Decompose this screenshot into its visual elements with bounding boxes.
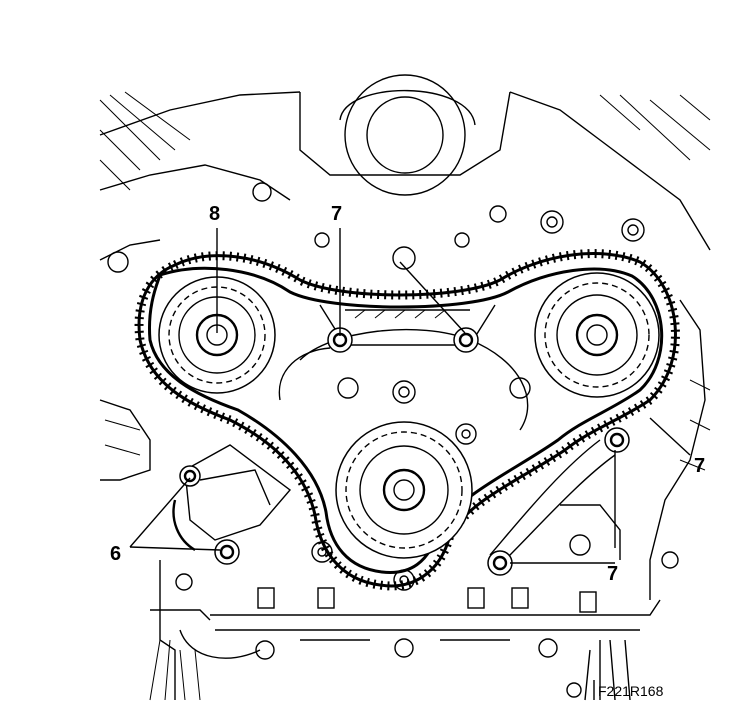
pan-bolts [257,587,597,613]
chain-tensioner [172,444,292,565]
figure-code: F221R168 [598,683,664,699]
engine-block-outline [99,74,711,701]
callout-7-right: 7 [694,455,705,477]
callout-7-top: 7 [331,203,342,225]
callout-leaders [129,228,691,564]
lower-chain-guide [487,427,630,576]
crankshaft-sprocket [335,421,473,559]
callout-6: 6 [110,543,121,565]
timing-chain [134,249,680,591]
callout-8: 8 [209,203,220,225]
figure-code-block: F221R168 [566,680,664,700]
figure-marker-icon [566,682,582,698]
callout-7-bottom: 7 [607,563,618,585]
right-camshaft-sprocket [534,272,660,398]
upper-chain-guide [319,304,496,353]
